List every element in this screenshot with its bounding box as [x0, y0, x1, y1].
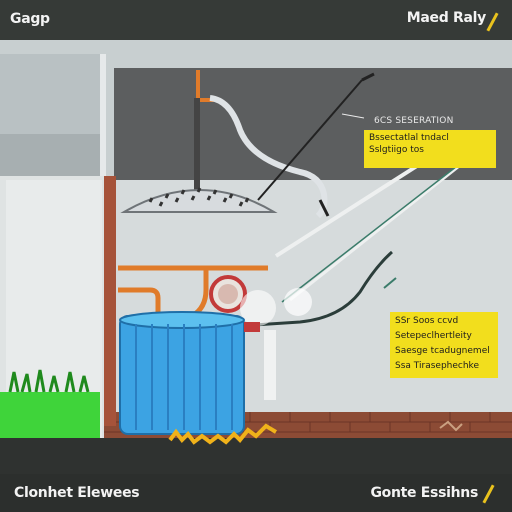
footer-bar: Clonhet Elewees Gonte Essihns: [0, 474, 512, 512]
header-left-title: Gagp: [10, 11, 50, 27]
callout-side-row: SSr Soos ccvd: [395, 316, 459, 326]
glow-right: [284, 288, 312, 316]
shower-holes: [148, 187, 250, 207]
header-right-title: Maed Raly: [406, 10, 487, 26]
window-panel: [0, 54, 100, 134]
glow-left: [240, 290, 276, 326]
grass-blades: [8, 369, 90, 393]
footer-left-text: Clonhet Elewees: [14, 485, 140, 501]
floor-debris: [439, 420, 463, 432]
water-stream: [264, 330, 276, 400]
spark-trail: [168, 423, 278, 445]
support-rod: [194, 98, 200, 208]
pencil-icon: [486, 12, 499, 32]
footer-right-text: Gonte Essihns: [370, 485, 478, 501]
light-beam-1: [274, 162, 422, 258]
callout-side-row: Ssa Tirasephechke: [395, 361, 479, 371]
callout-pointer-top: [341, 113, 365, 119]
tank-ribs: [135, 324, 233, 430]
gauge-face: [218, 284, 238, 304]
shower-head: [120, 189, 278, 213]
cable-top: [257, 79, 363, 201]
callout-side-row: Setepeclhertleity: [395, 331, 472, 341]
pipe-down-left: [118, 287, 161, 330]
callout-pointer-side: [383, 277, 397, 289]
scene-drawing: [0, 40, 512, 474]
hanging-hose: [209, 95, 328, 219]
callout-top-row: Sslgtiigo tos: [369, 145, 424, 155]
hose-tip: [318, 199, 330, 217]
title-bar: Gagp Maed Raly: [0, 0, 512, 40]
outlet-hose: [237, 250, 393, 328]
callout-side: SSr Soos ccvd Setepeclhertleity Saesge t…: [390, 312, 498, 378]
callout-top-heading: 6CS SESERATION: [374, 116, 454, 126]
grass-patch: [0, 392, 100, 438]
window-sill: [0, 134, 100, 176]
cable-top-end: [361, 72, 375, 82]
tank-lid: [119, 311, 245, 329]
callout-top: Bssectatlal tndacl Sslgtiigo tos: [364, 130, 496, 168]
callout-top-row: Bssectatlal tndacl: [369, 133, 449, 143]
water-tank: [119, 315, 245, 435]
outlet-valve: [244, 322, 260, 332]
brick-pillar: [104, 176, 116, 426]
floor-shadow: [0, 438, 512, 474]
plumbing-scene: 6CS SESERATION Bssectatlal tndacl Sslgti…: [0, 40, 512, 474]
callout-side-row: Saesge tcadugnemel: [395, 346, 490, 356]
window-frame: [100, 54, 106, 176]
